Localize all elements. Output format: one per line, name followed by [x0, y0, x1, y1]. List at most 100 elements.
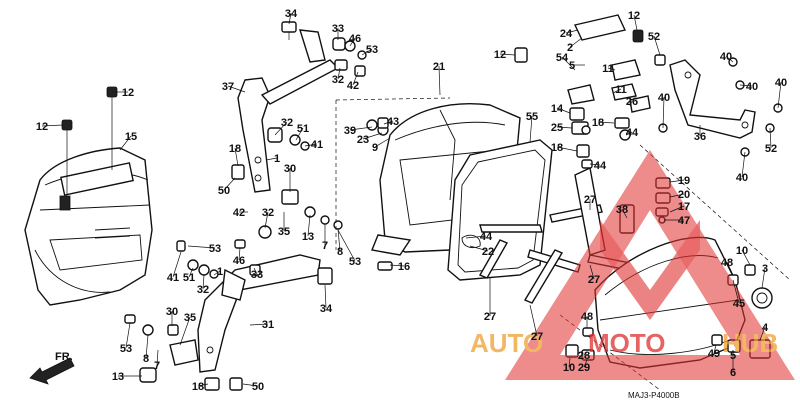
leader-line	[662, 96, 665, 129]
callout-53: 53	[366, 44, 378, 56]
leader-line	[337, 67, 341, 80]
leader-line	[238, 247, 241, 261]
leader-line	[583, 359, 588, 368]
diagram-code: MAJ3-P4000B	[628, 391, 680, 400]
leader-line	[295, 127, 304, 141]
callout-1: 1	[217, 266, 223, 278]
leader-line	[337, 229, 356, 262]
callout-44: 44	[594, 160, 607, 172]
callout-11: 11	[615, 84, 627, 96]
callout-41: 41	[167, 272, 179, 284]
callout-20: 20	[678, 189, 690, 201]
leader-line	[568, 357, 571, 368]
leader-line	[41, 124, 64, 127]
callout-41: 41	[311, 139, 323, 151]
straps-27	[479, 166, 641, 304]
callout-53: 53	[120, 343, 132, 355]
callout-11: 11	[602, 63, 614, 75]
callout-35: 35	[184, 312, 196, 324]
leader-line	[529, 115, 533, 143]
callout-16: 16	[398, 261, 410, 273]
callout-23: 23	[357, 134, 369, 146]
callout-12: 12	[36, 121, 48, 133]
callout-18: 18	[551, 142, 563, 154]
callout-48: 48	[581, 311, 593, 323]
callout-44: 44	[480, 231, 493, 243]
callout-13: 13	[302, 231, 314, 243]
callout-10: 10	[563, 362, 575, 374]
left-hardware	[124, 21, 367, 391]
callout-46: 46	[349, 33, 361, 45]
leader-line	[438, 65, 441, 96]
callout-32: 32	[332, 74, 344, 86]
callout-4: 4	[762, 322, 769, 334]
callout-8: 8	[337, 246, 343, 258]
callout-10: 10	[736, 245, 748, 257]
leader-lines	[41, 12, 782, 387]
callout-35: 35	[278, 226, 290, 238]
leader-line	[589, 163, 601, 166]
callout-18: 18	[192, 381, 204, 393]
callout-39: 39	[344, 125, 356, 137]
leader-line	[499, 53, 516, 56]
callout-36: 36	[694, 131, 706, 143]
callout-30: 30	[166, 306, 178, 318]
callout-42: 42	[233, 207, 245, 219]
leader-line	[156, 349, 159, 366]
leader-line	[197, 383, 209, 387]
leader-line	[713, 344, 717, 354]
callout-51: 51	[297, 123, 309, 135]
callout-12: 12	[628, 10, 640, 22]
leader-line	[597, 121, 615, 124]
callout-7: 7	[322, 240, 328, 252]
leader-line	[227, 85, 246, 93]
leader-line	[337, 228, 341, 252]
leader-line	[304, 143, 318, 147]
callout-9: 9	[372, 142, 378, 154]
leader-line	[565, 29, 579, 34]
leader-line	[569, 37, 583, 48]
leader-line	[556, 107, 571, 114]
callout-17: 17	[678, 201, 690, 213]
leader-line	[769, 127, 772, 149]
leader-line	[583, 351, 588, 356]
callout-52: 52	[765, 143, 777, 155]
leader-line	[739, 84, 753, 87]
bracket-31	[197, 254, 321, 373]
callout-49: 49	[708, 348, 720, 360]
callout-32: 32	[262, 207, 274, 219]
callout-24: 24	[560, 28, 573, 40]
callout-50: 50	[252, 381, 264, 393]
callout-44: 44	[626, 127, 639, 139]
callout-12: 12	[122, 87, 134, 99]
callout-18: 18	[592, 117, 604, 129]
callout-53: 53	[349, 256, 361, 268]
leader-line	[621, 208, 628, 219]
leader-line	[625, 131, 633, 136]
watermark-triangle-logo	[505, 150, 795, 380]
callout-34: 34	[285, 8, 298, 20]
leader-line	[362, 132, 383, 140]
callout-8: 8	[143, 353, 149, 365]
callout-14: 14	[551, 103, 564, 115]
leader-line	[242, 383, 259, 387]
leader-line	[726, 261, 734, 276]
leader-line	[725, 55, 734, 63]
callout-48: 48	[721, 257, 733, 269]
leader-line	[629, 100, 633, 107]
callout-18: 18	[229, 143, 241, 155]
leader-line	[653, 35, 661, 56]
callout-40: 40	[775, 77, 787, 89]
callout-32: 32	[281, 117, 293, 129]
leader-line	[361, 48, 373, 56]
leader-line	[561, 56, 576, 71]
leader-line	[145, 334, 149, 359]
leader-line	[223, 177, 236, 191]
leader-line	[202, 274, 205, 290]
callout-25: 25	[551, 122, 563, 134]
leader-line	[777, 81, 782, 109]
leader-line	[612, 88, 622, 94]
leader-line	[265, 157, 278, 161]
callout-6: 6	[730, 367, 736, 379]
